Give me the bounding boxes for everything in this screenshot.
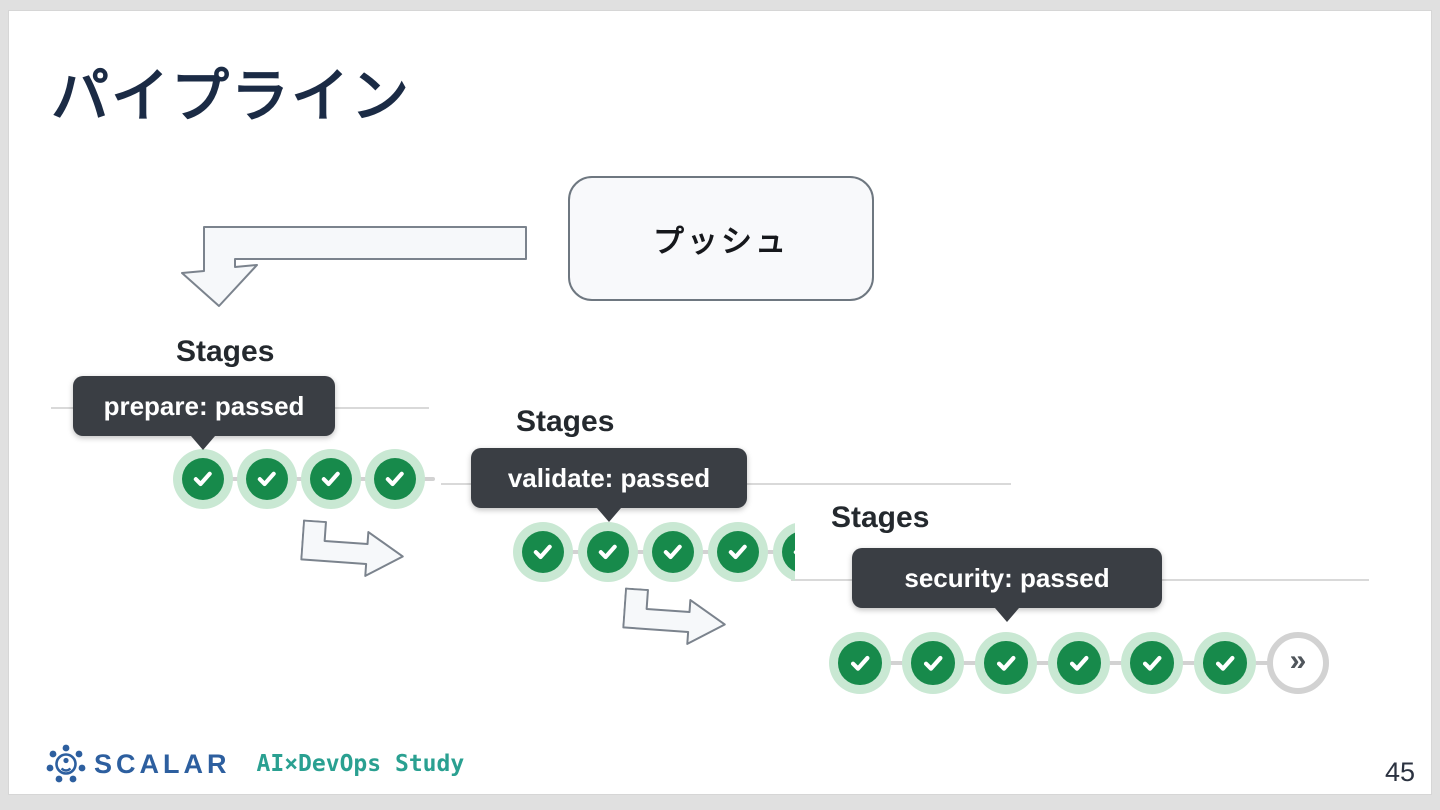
pipeline-stage-row-3: » [829,632,1329,694]
stage-passed-icon [1121,632,1183,694]
stage-tooltip-validate: validate: passed [471,448,747,522]
slide-title: パイプライン [51,64,412,129]
check-icon [386,472,405,487]
stages-heading-3: Stages [831,501,930,534]
check-icon [258,472,277,487]
bent-right-arrow-icon [300,519,404,577]
stage-passed-icon [365,449,425,509]
brand-name: SCALAR [94,748,231,779]
stage-status-circle [182,458,224,500]
stages-heading-2: Stages [516,405,615,438]
tooltip-text: prepare: passed [103,390,305,421]
stage-status-circle [984,641,1028,685]
stage-status-circle [911,641,955,685]
stage-status-circle [522,531,564,573]
check-icon [194,472,213,487]
push-callout-box: プッシュ [568,176,874,301]
check-icon [794,550,795,555]
stage-passed-icon [1048,632,1110,694]
stage-status-circle [1130,641,1174,685]
stage-status-circle [246,458,288,500]
page-number: 45 [1384,757,1415,787]
presentation-slide: パイプライン プッシュ Stages Stages Stages prepare… [8,10,1432,795]
stage-status-circle [838,641,882,685]
stage-passed-icon [829,632,891,694]
stage-passed-icon [902,632,964,694]
footer-brand: SCALAR AI×DevOps Study [46,744,464,784]
stage-status-circle [1057,641,1101,685]
check-icon [1142,655,1162,671]
stage-passed-icon [301,449,361,509]
check-icon [850,655,870,671]
stage-status-circle [310,458,352,500]
push-label: プッシュ [653,224,789,259]
event-label: AI×DevOps Study [256,751,465,777]
stage-passed-icon [237,449,297,509]
stage-passed-icon [1194,632,1256,694]
stage-passed-icon [773,522,795,582]
tooltip-text: validate: passed [507,462,711,493]
pipeline-stage-row-1 [173,449,435,509]
bent-right-arrow-icon [622,587,726,645]
pipeline-stage-row-2 [513,522,795,582]
stage-passed-icon [708,522,768,582]
stage-tooltip-prepare: prepare: passed [73,376,335,450]
stage-status-circle [652,531,694,573]
stage-passed-icon [643,522,703,582]
check-icon [1215,655,1235,671]
check-icon [996,655,1016,671]
stages-heading-1: Stages [176,335,275,368]
check-icon [664,545,683,560]
tooltip-text: security: passed [904,562,1110,593]
stage-passed-icon [578,522,638,582]
check-icon [1069,655,1089,671]
stage-status-circle [782,531,795,573]
stage-tooltip-security: security: passed [852,548,1162,622]
check-icon [599,545,618,560]
stage-status-circle [717,531,759,573]
stage-passed-icon [975,632,1037,694]
check-icon [322,472,341,487]
check-icon [729,545,748,560]
more-stages-icon: » [1267,632,1329,694]
stage-status-circle [1203,641,1247,685]
check-icon [534,545,553,560]
stage-status-circle [374,458,416,500]
stage-clipped-edge [773,522,795,582]
scalar-logo-icon [46,744,86,783]
stage-passed-icon [513,522,573,582]
check-icon [923,655,943,671]
stage-passed-icon [173,449,233,509]
bent-down-arrow-icon [181,226,527,307]
stage-status-circle [587,531,629,573]
